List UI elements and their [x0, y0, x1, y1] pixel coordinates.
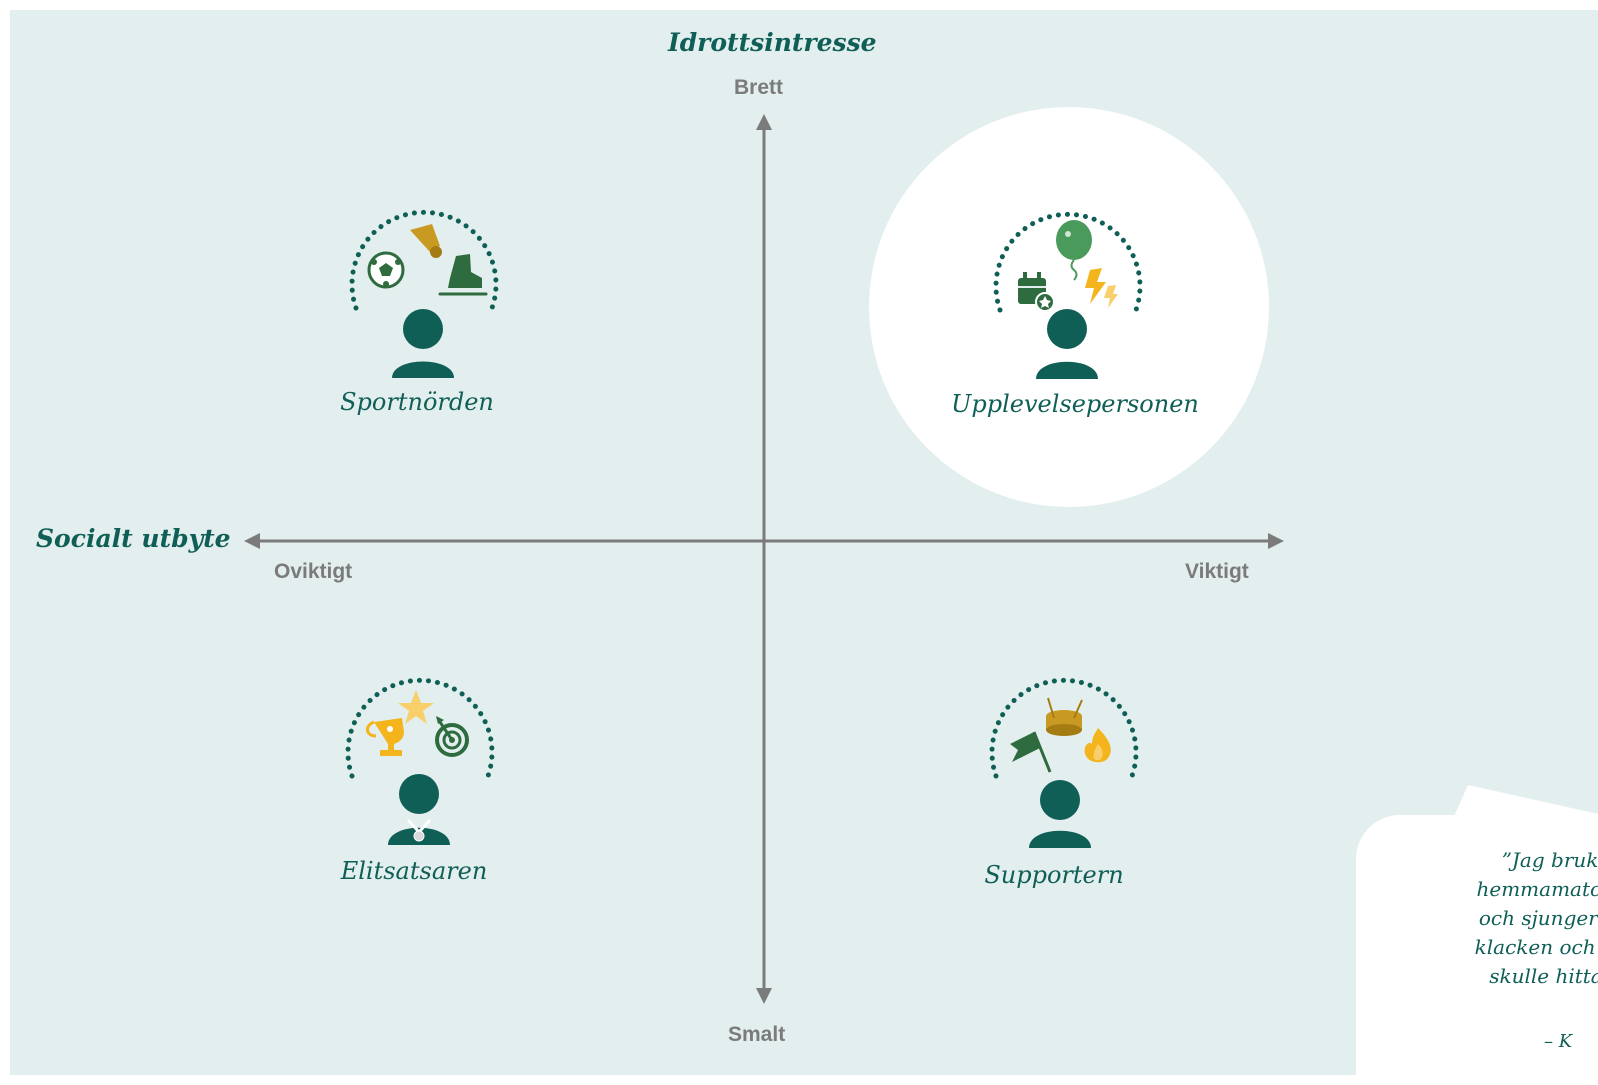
- dotted-arc-icon: [349, 209, 499, 311]
- flag-icon: [1010, 731, 1052, 773]
- y-axis-title: Idrottsintresse: [668, 28, 877, 57]
- persona-name-elitsatsaren: Elitsatsaren: [340, 857, 488, 885]
- ice-skate-icon: [438, 254, 488, 296]
- person-icon: [1036, 309, 1098, 379]
- quote-line: klacken och hitt: [1474, 935, 1598, 959]
- person-icon: [1029, 780, 1091, 848]
- persona-upplevelsepersonen: [993, 211, 1143, 379]
- quote-text: ”Jag bruka hemmamatcher och sjunger för …: [1356, 846, 1598, 991]
- persona-name-supportern: Supportern: [984, 861, 1124, 889]
- persona-name-sportnorden: Sportnörden: [340, 388, 494, 416]
- trophy-icon: [366, 718, 404, 756]
- dotted-arc-icon: [989, 677, 1139, 779]
- arrow-down-icon: [756, 988, 772, 1004]
- persona-name-upplevelsepersonen: Upplevelsepersonen: [951, 390, 1199, 418]
- lightning-icon: [1085, 268, 1118, 308]
- arrow-left-icon: [244, 533, 260, 549]
- personas-graphic: [345, 209, 1143, 848]
- dotted-arc-icon: [345, 677, 495, 779]
- balloon-icon: [1056, 220, 1092, 281]
- persona-supportern: [989, 677, 1139, 848]
- axes-graphic: [244, 114, 1284, 1004]
- person-icon: [392, 309, 454, 378]
- x-axis-right-label: Viktigt: [1185, 560, 1249, 583]
- drum-icon: [1046, 697, 1083, 736]
- shuttlecock-icon: [410, 224, 442, 258]
- medal-icon: [406, 818, 432, 842]
- quadrant-panel: Idrottsintresse Brett Smalt Socialt utby…: [10, 10, 1598, 1075]
- highlight-circle: [869, 107, 1269, 507]
- quote-line: hemmamatcher: [1476, 877, 1598, 901]
- event-calendar-icon: [1018, 272, 1055, 312]
- speech-bubble: [1356, 815, 1598, 1075]
- quote-author: – K: [1544, 1031, 1573, 1052]
- y-axis-top-label: Brett: [734, 76, 784, 99]
- persona-elitsatsaren: [345, 677, 495, 845]
- y-axis-bottom-label: Smalt: [728, 1023, 786, 1046]
- arrow-up-icon: [756, 114, 772, 130]
- target-icon: [435, 716, 469, 757]
- persona-sportnorden: [349, 209, 499, 378]
- flame-icon: [1084, 728, 1111, 763]
- quote-line: skulle hitta S: [1489, 964, 1598, 988]
- x-axis-left-label: Oviktigt: [274, 560, 353, 583]
- dotted-arc-icon: [993, 211, 1143, 313]
- x-axis-title: Socialt utbyte: [36, 524, 231, 553]
- quote-line: ”Jag bruka: [1501, 848, 1598, 872]
- star-icon: [398, 690, 434, 724]
- quote-line: och sjunger för: [1478, 906, 1598, 930]
- soccer-ball-icon: [367, 251, 405, 289]
- arrow-right-icon: [1268, 533, 1284, 549]
